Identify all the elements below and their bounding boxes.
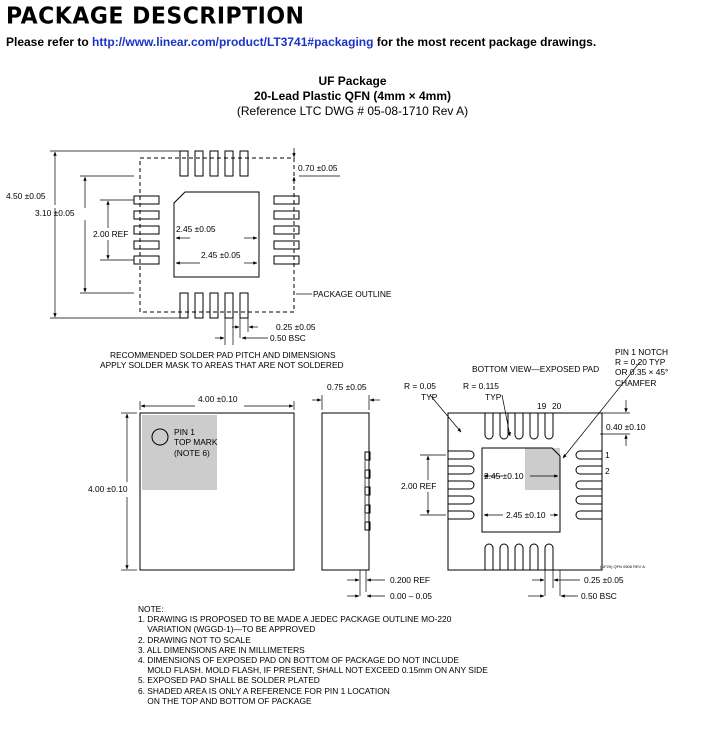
pin1-shaded-area — [142, 415, 217, 490]
exposed-pad-footprint — [173, 191, 260, 278]
side-leads — [364, 451, 371, 531]
left-pads — [133, 195, 160, 265]
notch-line-2: R = 0.20 TYP — [615, 357, 666, 367]
dim-200-ref: 2.00 REF — [93, 229, 128, 239]
dim-245-b-bottom: 2.45 ±0.10 — [506, 510, 546, 520]
pin-20-label: 20 — [552, 401, 562, 411]
r0115-line-2: TYP — [485, 392, 502, 402]
refer-prefix: Please refer to — [6, 35, 93, 49]
exposed-pad — [481, 447, 561, 533]
dim-070: 0.70 ±0.05 — [298, 163, 338, 173]
pin1-mark — [151, 428, 169, 446]
bottom-top-leads — [484, 413, 554, 440]
dim-050-bsc: 0.50 BSC — [270, 333, 306, 343]
notch-line-1: PIN 1 NOTCH — [615, 347, 668, 357]
package-outline-label: PACKAGE OUTLINE — [313, 289, 392, 299]
dim-200-ref-bottom: 2.00 REF — [401, 481, 436, 491]
package-drawings-link[interactable]: http://www.linear.com/product/LT3741#pac… — [92, 35, 374, 49]
dim-400-v: 4.00 ±0.10 — [88, 484, 128, 494]
dim-400-h: 4.00 ±0.10 — [198, 394, 238, 404]
notch-line-3: OR 0.35 × 45° — [615, 367, 668, 377]
r005-line-2: TYP — [421, 392, 438, 402]
dim-040: 0.40 ±0.10 — [606, 422, 646, 432]
dim-075: 0.75 ±0.05 — [327, 382, 367, 392]
notes-block: NOTE: 1. DRAWING IS PROPOSED TO BE MADE … — [138, 604, 488, 706]
top-pads — [179, 150, 249, 177]
dim-450: 4.50 ±0.05 — [6, 191, 46, 201]
pin-2-label: 2 — [605, 466, 610, 476]
recommended-solder-pad-view — [50, 148, 340, 345]
dim-245-a: 2.45 ±0.05 — [176, 224, 216, 234]
reference-sentence: Please refer to http://www.linear.com/pr… — [6, 35, 596, 49]
dim-245-b: 2.45 ±0.05 — [201, 250, 241, 260]
notch-line-4: CHAMFER — [615, 378, 656, 388]
dim-245-a-bottom: 2.45 ±0.10 — [484, 471, 524, 481]
drawing-id: (UF20) QFN 0506 REV A — [600, 564, 645, 569]
dim-0200-ref: 0.200 REF — [390, 575, 430, 585]
bottom-pads — [179, 292, 249, 319]
package-reference: (Reference LTC DWG # 05-08-1710 Rev A) — [236, 104, 469, 118]
bottom-right-leads — [575, 450, 602, 520]
dim-050-bsc-bottom: 0.50 BSC — [581, 591, 617, 601]
top-view — [121, 401, 295, 571]
package-description: 20-Lead Plastic QFN (4mm × 4mm) — [253, 89, 452, 103]
pad-caption-1: RECOMMENDED SOLDER PAD PITCH AND DIMENSI… — [110, 350, 336, 360]
r005-line-1: R = 0.05 — [404, 381, 436, 391]
side-view — [312, 395, 385, 598]
pin1-label-2: TOP MARK — [174, 437, 218, 447]
package-title-block: UF Package 20-Lead Plastic QFN (4mm × 4m… — [0, 74, 705, 119]
bottom-view — [420, 361, 641, 598]
pin-1-label: 1 — [605, 450, 610, 460]
right-pads — [273, 195, 300, 265]
dim-000-005: 0.00 – 0.05 — [390, 591, 432, 601]
bottom-bottom-leads — [484, 543, 554, 570]
dim-310: 3.10 ±0.05 — [35, 208, 75, 218]
pad-caption-2: APPLY SOLDER MASK TO AREAS THAT ARE NOT … — [100, 360, 344, 370]
pin-19-label: 19 — [537, 401, 547, 411]
refer-suffix: for the most recent package drawings. — [373, 35, 597, 49]
dim-025: 0.25 ±0.05 — [276, 322, 316, 332]
r0115-line-1: R = 0.115 — [463, 381, 499, 391]
bottom-view-title: BOTTOM VIEW—EXPOSED PAD — [472, 364, 599, 374]
pin1-shaded-area-bottom — [525, 448, 560, 490]
pin1-label-1: PIN 1 — [174, 427, 195, 437]
pin1-label-3: (NOTE 6) — [174, 448, 210, 458]
page-title: PACKAGE DESCRIPTION — [6, 3, 305, 30]
package-outline-dashed — [139, 157, 295, 313]
bottom-left-leads — [448, 450, 475, 520]
dim-025-bottom: 0.25 ±0.05 — [584, 575, 624, 585]
package-name: UF Package — [318, 74, 387, 88]
